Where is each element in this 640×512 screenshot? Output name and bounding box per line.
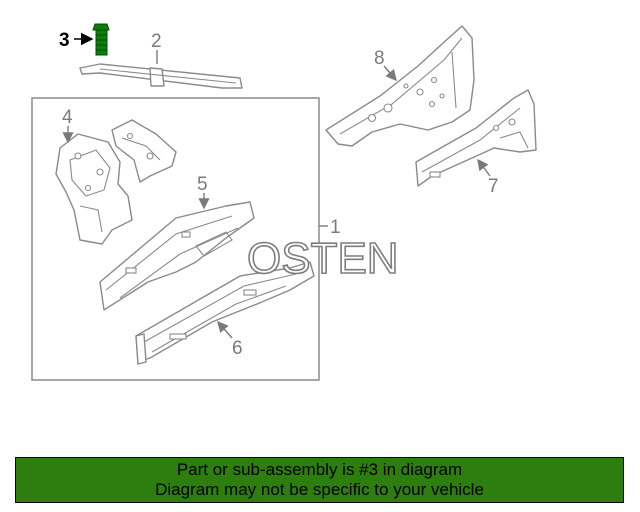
assembly-box xyxy=(31,97,320,381)
watermark: OSTEN xyxy=(247,234,399,283)
callout-5: 5 xyxy=(197,174,208,195)
callout-8-leader xyxy=(383,65,397,82)
banner-line-1: Part or sub-assembly is #3 in diagram xyxy=(176,460,463,479)
callout-6-leader xyxy=(217,320,233,339)
info-banner: Part or sub-assembly is #3 in diagram Di… xyxy=(15,457,624,503)
side-panel-part-8 xyxy=(325,25,475,147)
lower-rail-part-6 xyxy=(135,261,315,365)
bolt-part-3[interactable] xyxy=(92,23,110,56)
callout-3: 3 xyxy=(59,30,70,51)
callout-1: 1 xyxy=(330,217,341,238)
apron-bracket-part-4 xyxy=(55,133,133,245)
callout-4: 4 xyxy=(62,107,73,128)
banner-line-2: Diagram may not be specific to your vehi… xyxy=(155,480,484,499)
callout-8: 8 xyxy=(374,48,385,69)
callout-2: 2 xyxy=(151,31,162,52)
callout-7-leader xyxy=(477,158,491,177)
callout-6: 6 xyxy=(232,338,243,359)
small-bracket xyxy=(111,119,177,183)
callout-7: 7 xyxy=(488,176,499,197)
rear-rail-part-7 xyxy=(415,89,537,187)
crossmember-part-2 xyxy=(79,63,243,89)
upper-rail-part-5 xyxy=(99,201,255,311)
